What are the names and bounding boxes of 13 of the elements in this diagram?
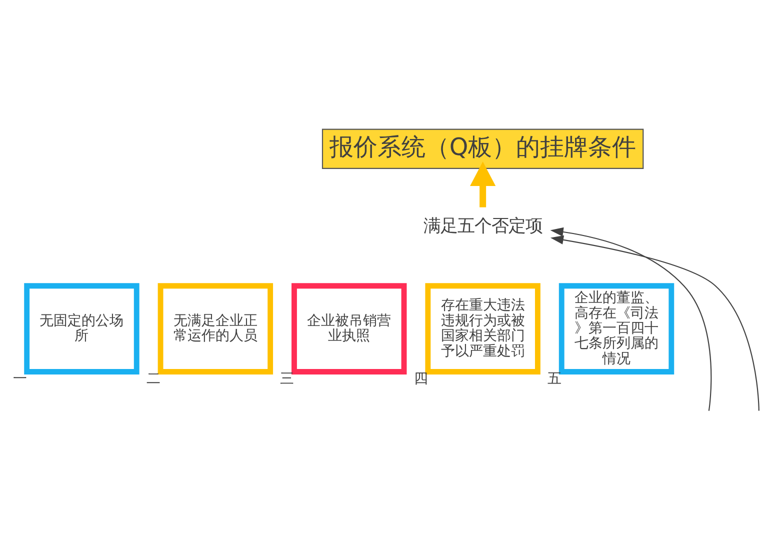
node-label: 四 (414, 371, 428, 388)
node-label: 三 (280, 371, 294, 388)
node-label: 一 (12, 371, 27, 388)
arrow (550, 235, 760, 411)
node-box: 企业被吊销营业执照 (292, 283, 407, 374)
node-box: 无固定的公场所 (24, 283, 140, 374)
node-label: 二 (146, 371, 160, 388)
node-text: 满足五个否定项 (423, 216, 542, 236)
arrow (470, 162, 496, 208)
node-box: 无满足企业正常运作的人员 (158, 283, 274, 374)
node-box: 企业的董监、高存在《司法》第一百四十七条所列属的情况 (558, 283, 674, 374)
arrow (550, 227, 712, 411)
node-box: 报价系统（Q板）的挂牌条件 (322, 128, 644, 170)
